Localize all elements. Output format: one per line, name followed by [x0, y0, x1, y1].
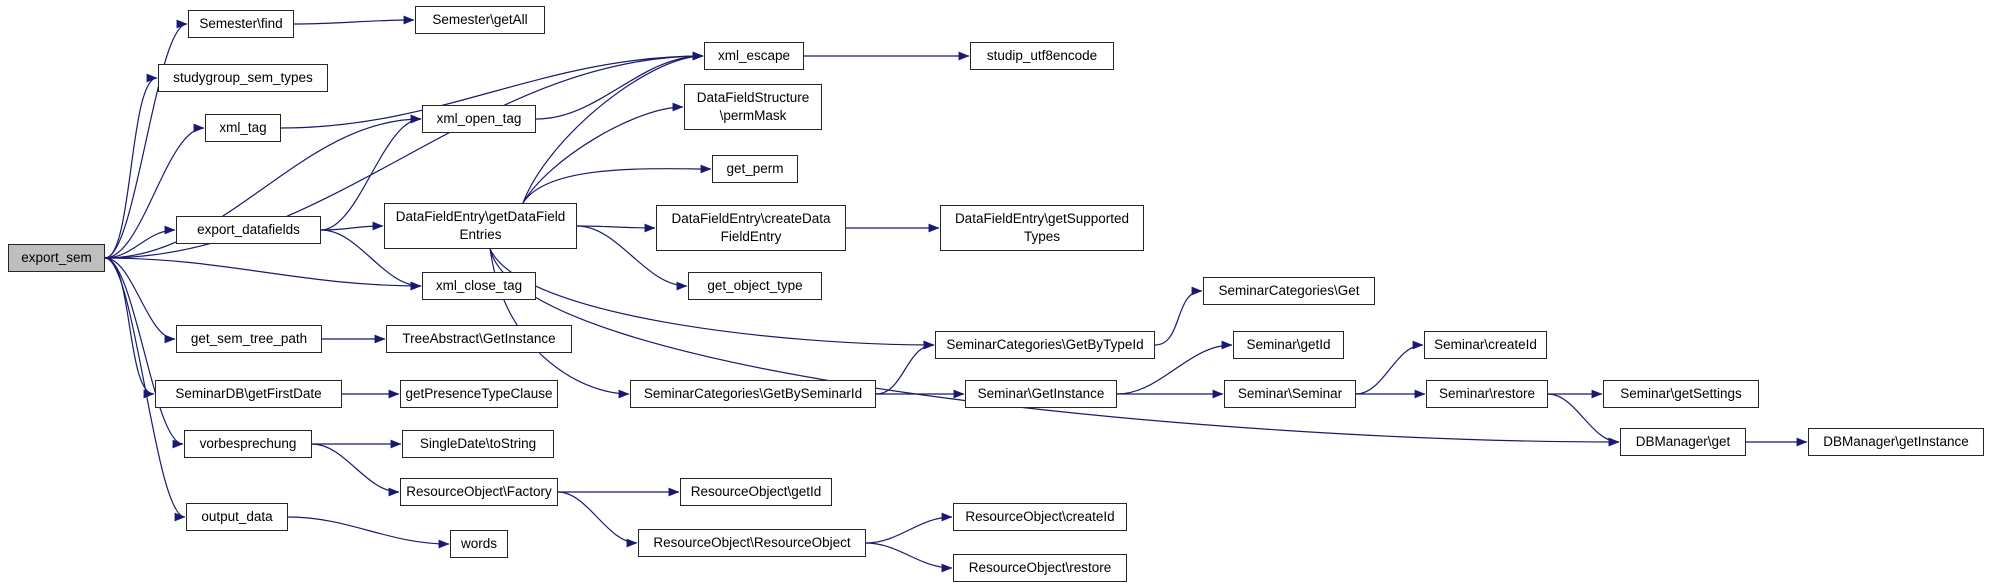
node-seminarcategories_get[interactable]: SeminarCategories\Get: [1203, 277, 1375, 305]
edge-dfe_getdatafieldentries-to-get_perm: [522, 164, 712, 204]
node-dfe_getsupportedtypes[interactable]: DataFieldEntry\getSupported Types: [940, 205, 1144, 251]
node-dbmanager_get[interactable]: DBManager\get: [1620, 428, 1746, 456]
node-semester_getall[interactable]: Semester\getAll: [415, 6, 545, 34]
node-get_perm[interactable]: get_perm: [712, 155, 798, 183]
edge-resourceobject_factory-to-resourceobject_resourceobject: [557, 491, 638, 548]
node-xml_tag[interactable]: xml_tag: [205, 114, 281, 142]
edge-export_sem-to-xml_open_tag: [104, 114, 422, 259]
edge-export_sem-to-semester_find: [104, 19, 188, 259]
node-resourceobject_createid[interactable]: ResourceObject\createId: [953, 503, 1127, 531]
node-getpresencetypeclause[interactable]: getPresenceTypeClause: [400, 380, 558, 408]
edge-xml_tag-to-xml_escape: [280, 51, 704, 129]
edge-export_sem-to-xml_tag: [104, 123, 205, 259]
edge-export_sem-to-get_sem_tree_path: [104, 257, 176, 344]
node-words[interactable]: words: [450, 530, 508, 558]
node-seminar_getsettings[interactable]: Seminar\getSettings: [1603, 380, 1759, 408]
edge-seminar_restore-to-dbmanager_get: [1547, 393, 1620, 447]
edge-output_data-to-words: [287, 516, 450, 549]
edge-resourceobject_resourceobject-to-resourceobject_createid: [865, 512, 953, 544]
node-get_sem_tree_path[interactable]: get_sem_tree_path: [176, 325, 322, 353]
node-seminardb_getfirstdate[interactable]: SeminarDB\getFirstDate: [155, 380, 342, 408]
node-seminar_createid[interactable]: Seminar\createId: [1424, 331, 1547, 359]
node-seminarcategories_getbytypeid[interactable]: SeminarCategories\GetByTypeId: [935, 331, 1155, 359]
node-resourceobject_getid[interactable]: ResourceObject\getId: [680, 478, 832, 506]
node-studygroup_sem_types[interactable]: studygroup_sem_types: [158, 64, 328, 92]
node-resourceobject_resourceobject[interactable]: ResourceObject\ResourceObject: [638, 529, 866, 557]
node-singledate_tostring[interactable]: SingleDate\toString: [402, 430, 554, 458]
edge-export_datafields-to-xml_close_tag: [320, 229, 422, 291]
edge-export_sem-to-vorbesprechung: [104, 257, 184, 449]
edge-xml_open_tag-to-xml_escape: [535, 51, 704, 120]
node-export_datafields[interactable]: export_datafields: [176, 216, 321, 244]
node-semester_find[interactable]: Semester\find: [188, 10, 294, 38]
node-seminar_getinstance[interactable]: Seminar\GetInstance: [965, 380, 1117, 408]
node-dfe_getdatafieldentries[interactable]: DataFieldEntry\getDataField Entries: [384, 203, 577, 249]
edge-export_sem-to-xml_escape: [104, 51, 704, 259]
node-resourceobject_factory[interactable]: ResourceObject\Factory: [400, 478, 558, 506]
node-seminarcategories_getbyseminarid[interactable]: SeminarCategories\GetBySeminarId: [630, 380, 876, 408]
node-output_data[interactable]: output_data: [186, 503, 288, 531]
edge-export_sem-to-export_datafields: [104, 225, 176, 259]
edge-export_sem-to-output_data: [104, 257, 186, 522]
node-xml_escape[interactable]: xml_escape: [704, 42, 804, 70]
edge-export_sem-to-xml_close_tag: [104, 257, 422, 291]
node-studip_utf8encode[interactable]: studip_utf8encode: [970, 42, 1114, 70]
node-vorbesprechung[interactable]: vorbesprechung: [184, 430, 312, 458]
node-datafieldstructure_permmask[interactable]: DataFieldStructure \permMask: [684, 84, 822, 130]
node-seminar_restore[interactable]: Seminar\restore: [1426, 380, 1548, 408]
node-xml_open_tag[interactable]: xml_open_tag: [422, 105, 536, 133]
edge-dfe_getdatafieldentries-to-datafieldstructure_permmask: [522, 102, 684, 204]
edge-resourceobject_resourceobject-to-resourceobject_restore: [865, 542, 953, 573]
node-dfe_createdatafieldentry[interactable]: DataFieldEntry\createData FieldEntry: [656, 205, 846, 251]
node-xml_close_tag[interactable]: xml_close_tag: [422, 272, 536, 300]
edge-seminar_getinstance-to-seminar_getid: [1116, 340, 1233, 395]
edge-export_datafields-to-xml_open_tag: [320, 114, 422, 231]
edge-export_sem-to-studygroup_sem_types: [104, 73, 158, 259]
edge-seminar_seminar-to-seminar_createid: [1355, 340, 1424, 395]
edge-dfe_getdatafieldentries-to-seminarcategories_getbyseminarid: [489, 248, 630, 399]
edge-export_datafields-to-dfe_getdatafieldentries: [320, 221, 384, 231]
node-treeabstract_getinstance[interactable]: TreeAbstract\GetInstance: [386, 325, 572, 353]
edge-dfe_getdatafieldentries-to-xml_escape: [522, 51, 704, 204]
node-export_sem: export_sem: [8, 244, 105, 272]
node-seminar_seminar[interactable]: Seminar\Seminar: [1224, 380, 1356, 408]
node-seminar_getid[interactable]: Seminar\getId: [1233, 331, 1344, 359]
node-resourceobject_restore[interactable]: ResourceObject\restore: [953, 554, 1127, 582]
node-dbmanager_getinstance[interactable]: DBManager\getInstance: [1808, 428, 1984, 456]
node-get_object_type[interactable]: get_object_type: [688, 272, 822, 300]
edge-vorbesprechung-to-resourceobject_factory: [311, 443, 400, 497]
edge-dfe_getdatafieldentries-to-dfe_createdatafieldentry: [576, 223, 656, 233]
edge-seminarcategories_getbyseminarid-to-seminarcategories_getbytypeid: [875, 340, 935, 395]
edge-seminarcategories_getbytypeid-to-seminarcategories_get: [1154, 286, 1203, 346]
edge-semester_find-to-semester_getall: [293, 15, 415, 25]
edge-dfe_getdatafieldentries-to-get_object_type: [576, 225, 688, 291]
